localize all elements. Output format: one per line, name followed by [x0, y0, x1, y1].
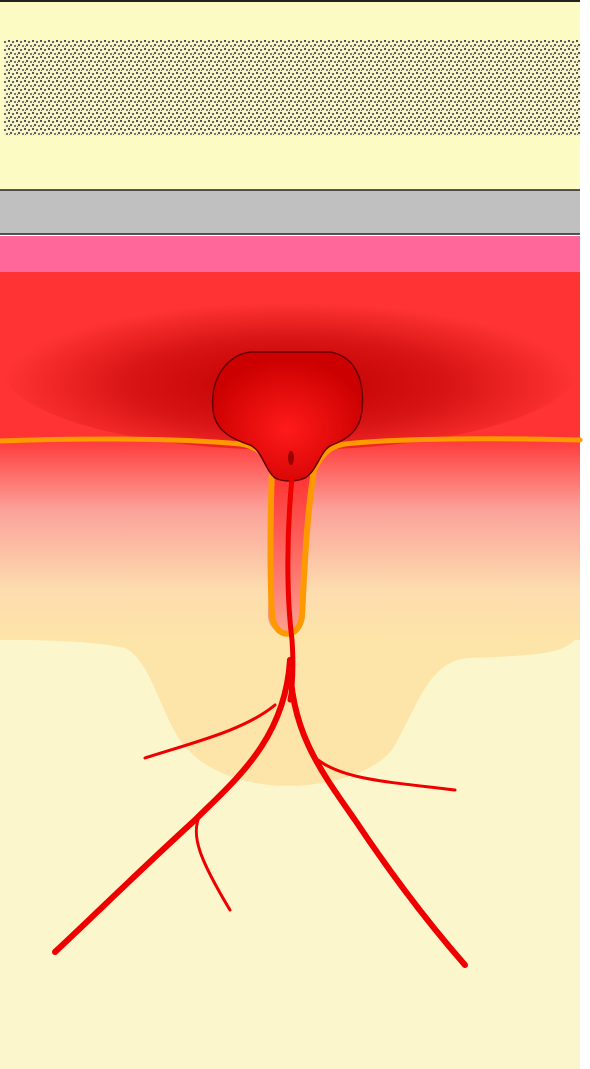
- stalk-outline: [267, 467, 317, 637]
- vessel-branch-upper-left: [143, 703, 277, 760]
- lesion-core: [288, 451, 294, 465]
- pink-band: [0, 236, 580, 272]
- vessel-branch-lower-left: [194, 813, 232, 912]
- speckled-band: [4, 40, 580, 136]
- vessel-branch-right: [316, 758, 457, 792]
- vessel-left-main: [52, 657, 293, 955]
- grey-band: [0, 190, 580, 234]
- vessel-right-main: [287, 657, 468, 968]
